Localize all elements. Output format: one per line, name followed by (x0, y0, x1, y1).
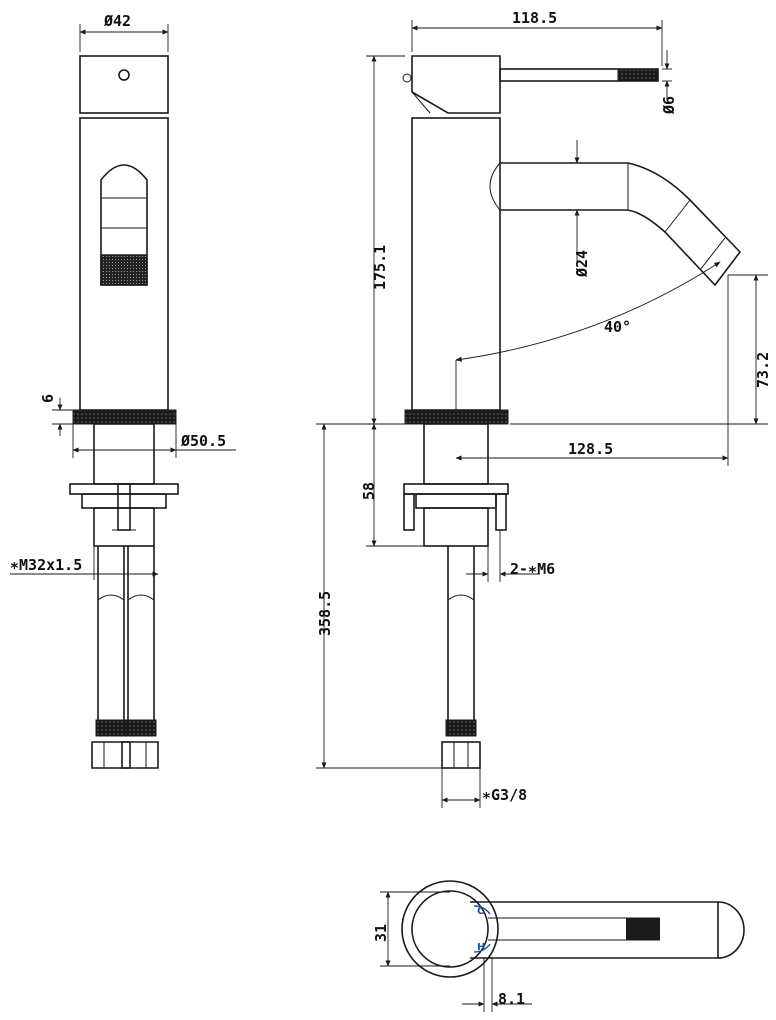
dim-total-height: 175.1 (371, 245, 389, 290)
dim-spout-angle: 40° (604, 318, 631, 336)
dim-top-31: 31 (372, 924, 390, 942)
front-nut-left (91, 741, 131, 769)
dim-lever-dia: Ø6 (660, 96, 678, 115)
dim-stud: 2-∗M6 (510, 560, 555, 578)
top-outer-ring (401, 880, 499, 978)
front-view: Ø42 6 Ø50.5 ∗M32x1.5 (10, 12, 236, 769)
dim-base-thickness: 6 (39, 394, 57, 403)
front-handle-block (79, 55, 169, 114)
dim-hose-length: 358.5 (316, 591, 334, 636)
top-view: C H 31 8.1 (372, 880, 745, 1012)
cold-marker: C (477, 906, 484, 917)
dim-base-dia: Ø50.5 (180, 432, 226, 450)
side-spout (500, 162, 742, 287)
top-lever-grip (626, 918, 660, 940)
dim-shank-length: 58 (360, 482, 378, 500)
front-handle-screw (118, 69, 130, 81)
dim-hose-fitting: ∗G3/8 (482, 786, 527, 804)
dim-spout-height: 73.2 (754, 352, 772, 388)
front-shank (93, 423, 155, 485)
dim-top-81: 8.1 (498, 990, 525, 1008)
hot-marker: H (477, 942, 485, 953)
side-nut (441, 741, 481, 769)
dim-reach: 128.5 (568, 440, 613, 458)
side-hose (447, 546, 475, 720)
dim-thread: ∗M32x1.5 (10, 556, 82, 574)
side-view: 118.5 Ø6 175.1 Ø24 40° 73.2 128.5 5 (316, 9, 772, 808)
side-lever-grip (617, 68, 659, 82)
dim-spout-dia: Ø24 (573, 250, 591, 278)
front-aerator (100, 254, 148, 286)
front-base-ring (72, 409, 177, 425)
dim-body-dia: Ø42 (103, 12, 131, 30)
front-spout (100, 164, 148, 286)
top-inner-ring (411, 890, 489, 968)
front-nut-right (121, 741, 159, 769)
side-handle (411, 55, 501, 114)
top-spout (470, 901, 719, 959)
side-base-ring (404, 409, 509, 425)
dim-lever-length: 118.5 (512, 9, 557, 27)
front-stud (117, 483, 131, 531)
front-hoses (97, 546, 155, 720)
